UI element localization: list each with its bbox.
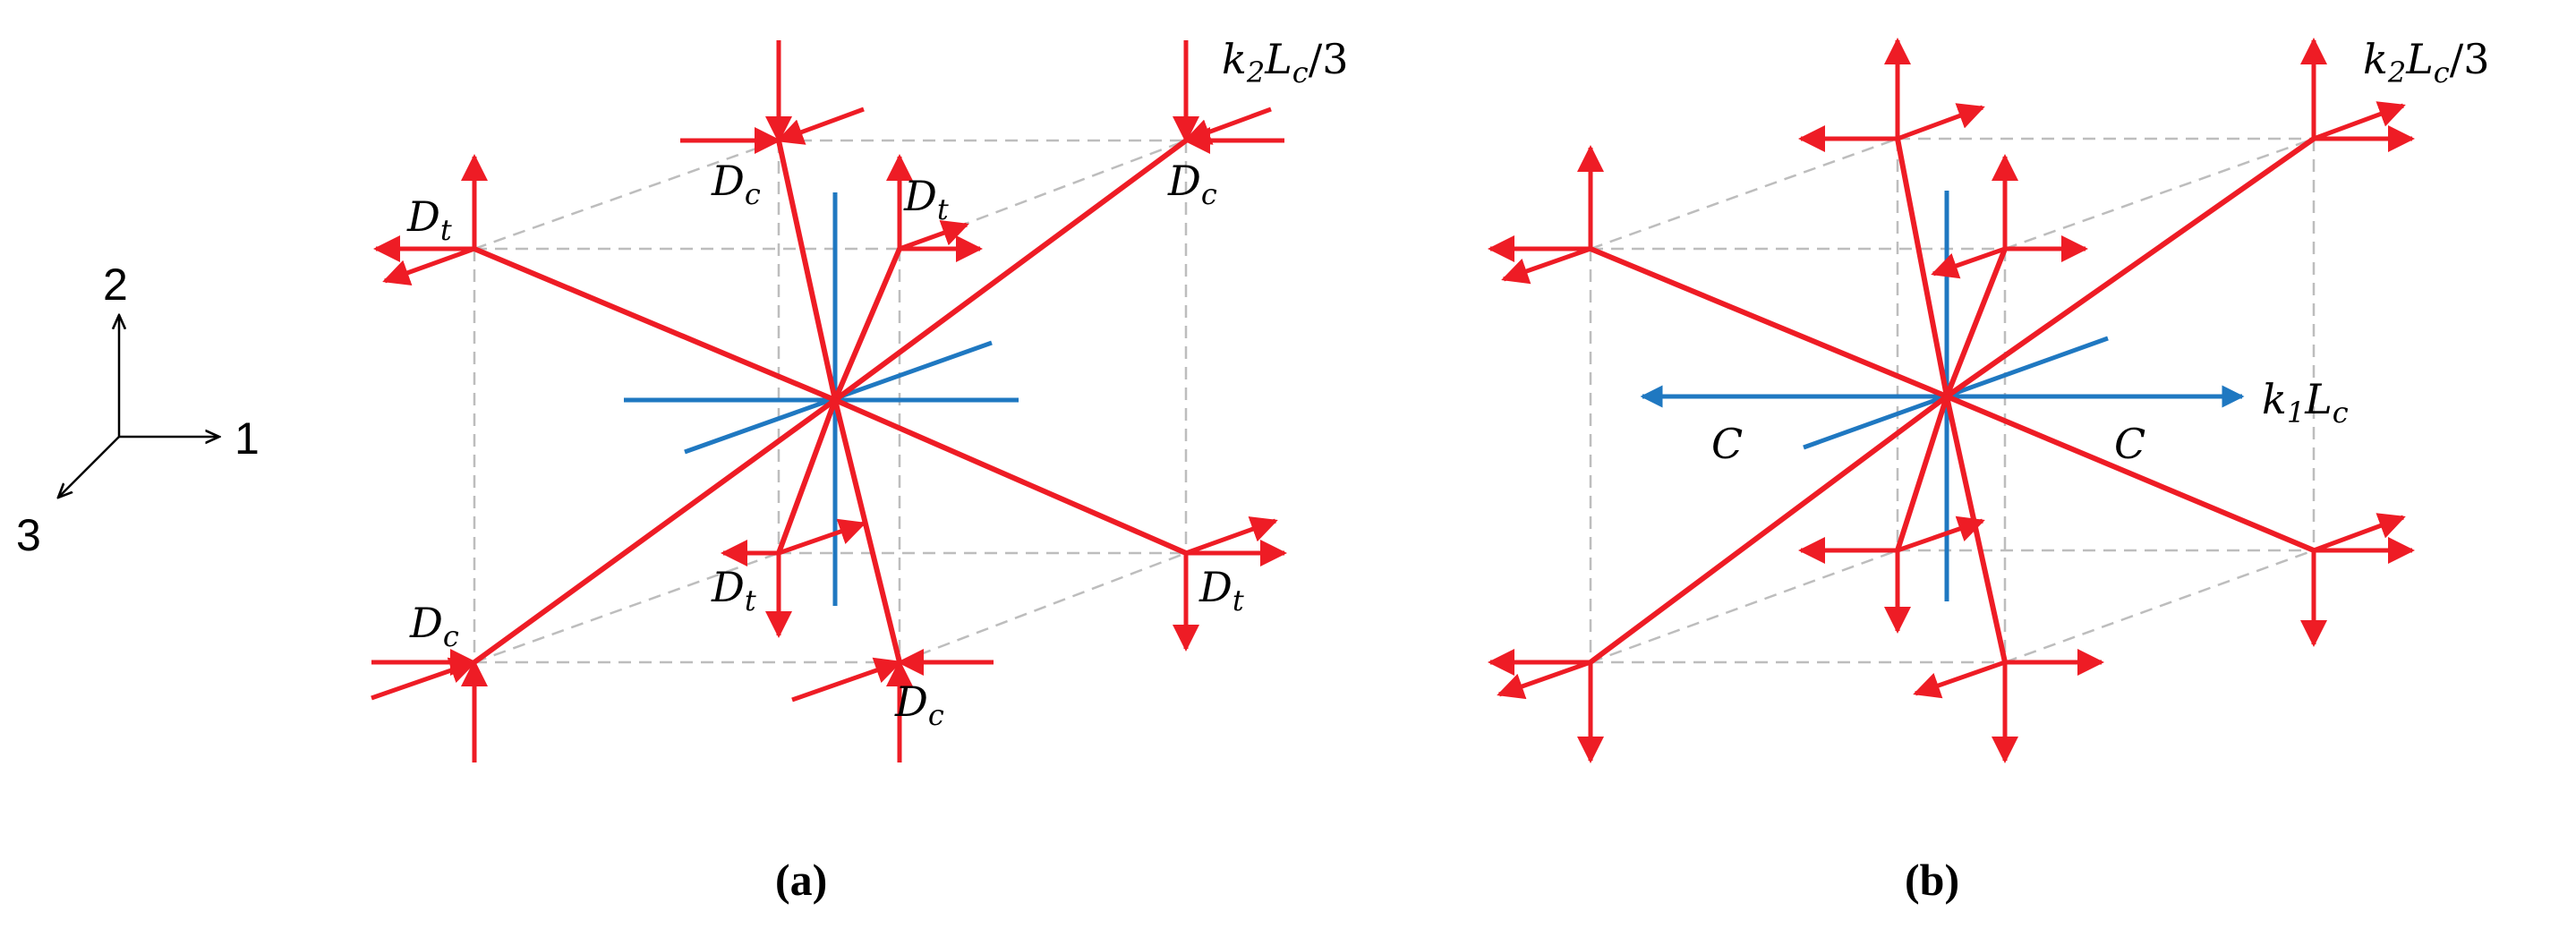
arrow-diag-icon	[1897, 103, 1985, 141]
label-d: Dc	[1167, 157, 1217, 211]
arrow-diag-icon	[1931, 246, 2006, 279]
arrow-diag-icon	[2313, 101, 2406, 141]
arrow-diag-icon	[1183, 106, 1272, 145]
panel-b-labels: C C k1Lc k2Lc/3 (b)	[1711, 35, 2489, 905]
label-d: Dc	[409, 599, 459, 653]
label-d: Dt	[406, 192, 452, 247]
panel-b-members	[1588, 136, 2316, 665]
arrow-diag-icon	[899, 220, 969, 251]
axis-1-label: 1	[235, 413, 260, 464]
arrow-diag-icon	[791, 657, 902, 703]
arrow-diag-icon	[1897, 515, 1985, 553]
panel-b: C C k1Lc k2Lc/3 (b)	[1488, 35, 2489, 905]
panel-a-center-axes	[624, 192, 1019, 606]
panel-b-side-label: k1Lc	[2262, 375, 2349, 430]
panel-b-caption: (b)	[1905, 855, 1959, 905]
axis-2-label: 2	[103, 260, 128, 310]
arrow-diag-icon	[2313, 513, 2406, 553]
panel-b-top-label: k2Lc/3	[2363, 35, 2489, 89]
label-c-right: C	[2114, 420, 2145, 468]
panel-a-caption: (a)	[775, 855, 827, 905]
panel-a: Dt Dc Dt Dc Dt Dt Dc Dc k2Lc/3 (a)	[371, 35, 1348, 905]
panel-b-box	[1589, 137, 2316, 664]
label-d: Dt	[903, 172, 949, 226]
label-d: Dt	[1198, 563, 1244, 618]
arrow-diag-icon	[382, 246, 475, 285]
arrow-diag-icon	[1185, 516, 1278, 556]
label-d: Dt	[711, 563, 756, 618]
label-c-left: C	[1711, 420, 1743, 468]
arrow-diag-icon	[371, 657, 477, 701]
panel-a-members	[472, 138, 1189, 665]
panel-a-top-label: k2Lc/3	[1222, 35, 1348, 89]
arrow-diag-icon	[1913, 660, 2006, 699]
axis-3-arrow	[58, 436, 120, 498]
label-d: Dc	[711, 157, 761, 211]
label-d: Dc	[894, 677, 944, 732]
arrow-diag-icon	[776, 106, 865, 145]
arrow-diag-icon	[778, 518, 866, 556]
arrow-diag-icon	[1501, 246, 1591, 285]
panel-a-labels: Dt Dc Dt Dc Dt Dt Dc Dc k2Lc/3 (a)	[406, 35, 1348, 905]
arrow-diag-icon	[1497, 660, 1591, 700]
coordinate-axes: 1 2 3	[16, 260, 260, 560]
panel-a-arrows	[371, 40, 1287, 762]
axis-3-label: 3	[16, 510, 41, 560]
panel-b-arrows	[1488, 38, 2415, 763]
